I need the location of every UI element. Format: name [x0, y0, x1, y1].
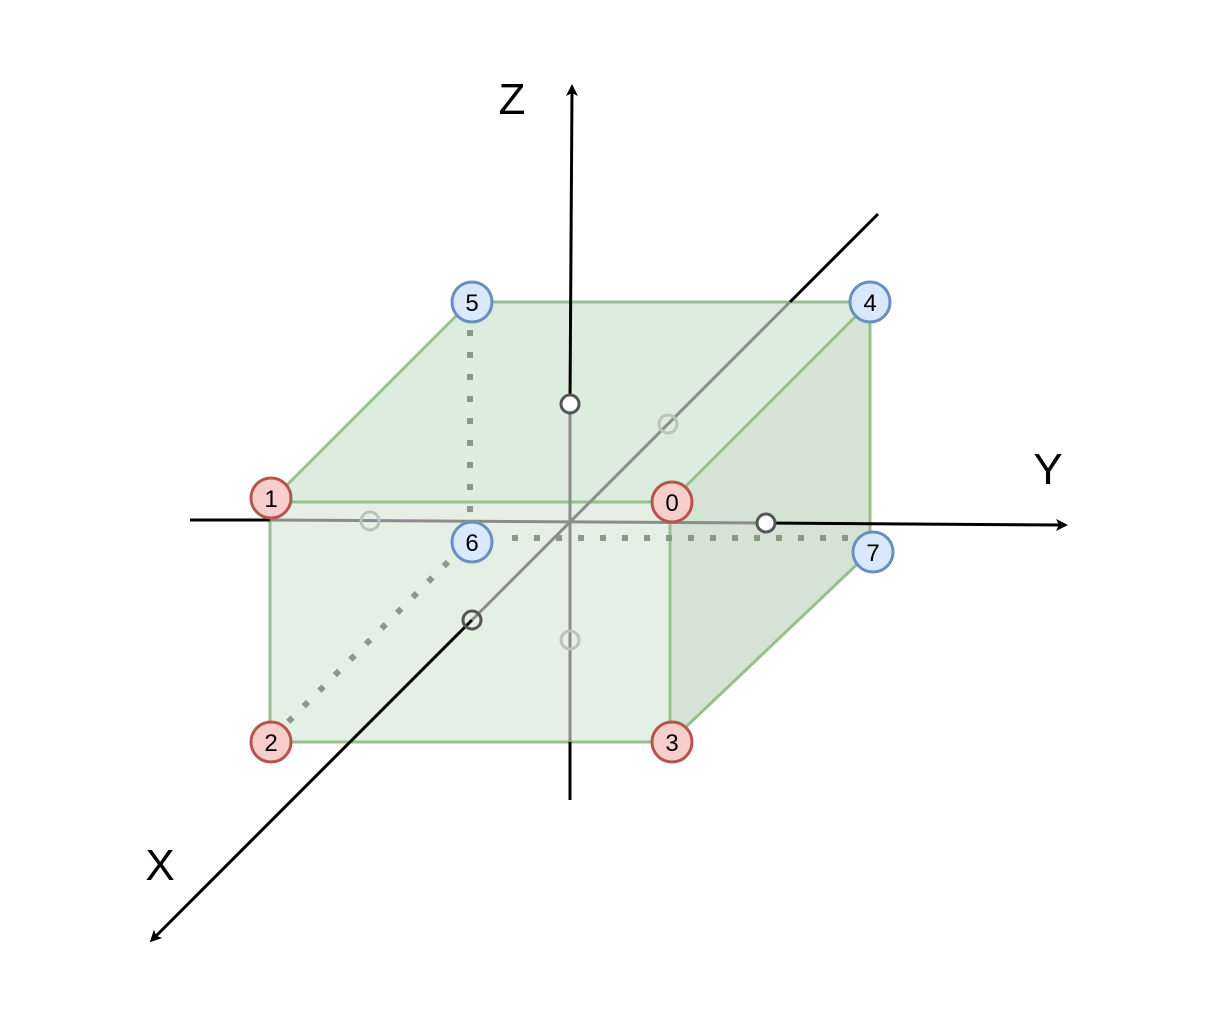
vertex-2-marker: [249, 720, 293, 764]
vertex-5-marker: [450, 280, 494, 324]
vertex-1-label: 1: [264, 486, 277, 513]
y-axis-point-back: [359, 510, 381, 532]
edge-4-0: [668, 300, 872, 504]
z-axis-point-upper: [559, 393, 581, 415]
x-axis-back: [788, 212, 880, 304]
vertex-2-label: 2: [264, 730, 277, 757]
vertices: 0 1 2 3 4 5 6 7: [249, 280, 895, 764]
y-axis-point-front: [755, 512, 777, 534]
z-axis-label: Z: [499, 75, 526, 124]
vertex-4-marker: [848, 280, 892, 324]
y-axis-inside: [269, 518, 767, 525]
z-axis-top: [565, 84, 578, 405]
x-axis-label: X: [145, 841, 174, 890]
vertex-0-label: 0: [665, 490, 678, 517]
vertex-5: 5: [450, 280, 494, 324]
vertex-1: 1: [249, 476, 293, 520]
vertex-7-label: 7: [866, 540, 879, 567]
vertex-4: 4: [848, 280, 892, 324]
vertex-1-marker: [249, 476, 293, 520]
vertex-6-label: 6: [465, 530, 478, 557]
x-axis-inside: [470, 300, 792, 622]
vertex-4-label: 4: [863, 290, 876, 317]
vertex-5-label: 5: [465, 290, 478, 317]
vertex-2: 2: [249, 720, 293, 764]
vertex-6-marker: [450, 520, 494, 564]
box: [268, 300, 872, 744]
vertex-3: 3: [650, 720, 694, 764]
axes: Z Y X: [145, 75, 1068, 943]
vertex-3-label: 3: [665, 730, 678, 757]
vertex-7: 7: [851, 530, 895, 574]
vertex-0-marker: [650, 480, 694, 524]
vertex-7-marker: [851, 530, 895, 574]
vertex-6: 6: [450, 520, 494, 564]
x-axis-front: [149, 618, 474, 943]
vertex-3-marker: [650, 720, 694, 764]
x-axis-point-back: [657, 413, 679, 435]
y-axis-label: Y: [1033, 445, 1062, 494]
x-axis-point-front: [461, 609, 483, 631]
edge-7-3: [668, 550, 872, 744]
edge-1-5: [268, 300, 472, 504]
z-axis-point-lower: [559, 629, 581, 651]
y-axis-front: [765, 518, 1068, 531]
vertex-0: 0: [650, 480, 694, 524]
